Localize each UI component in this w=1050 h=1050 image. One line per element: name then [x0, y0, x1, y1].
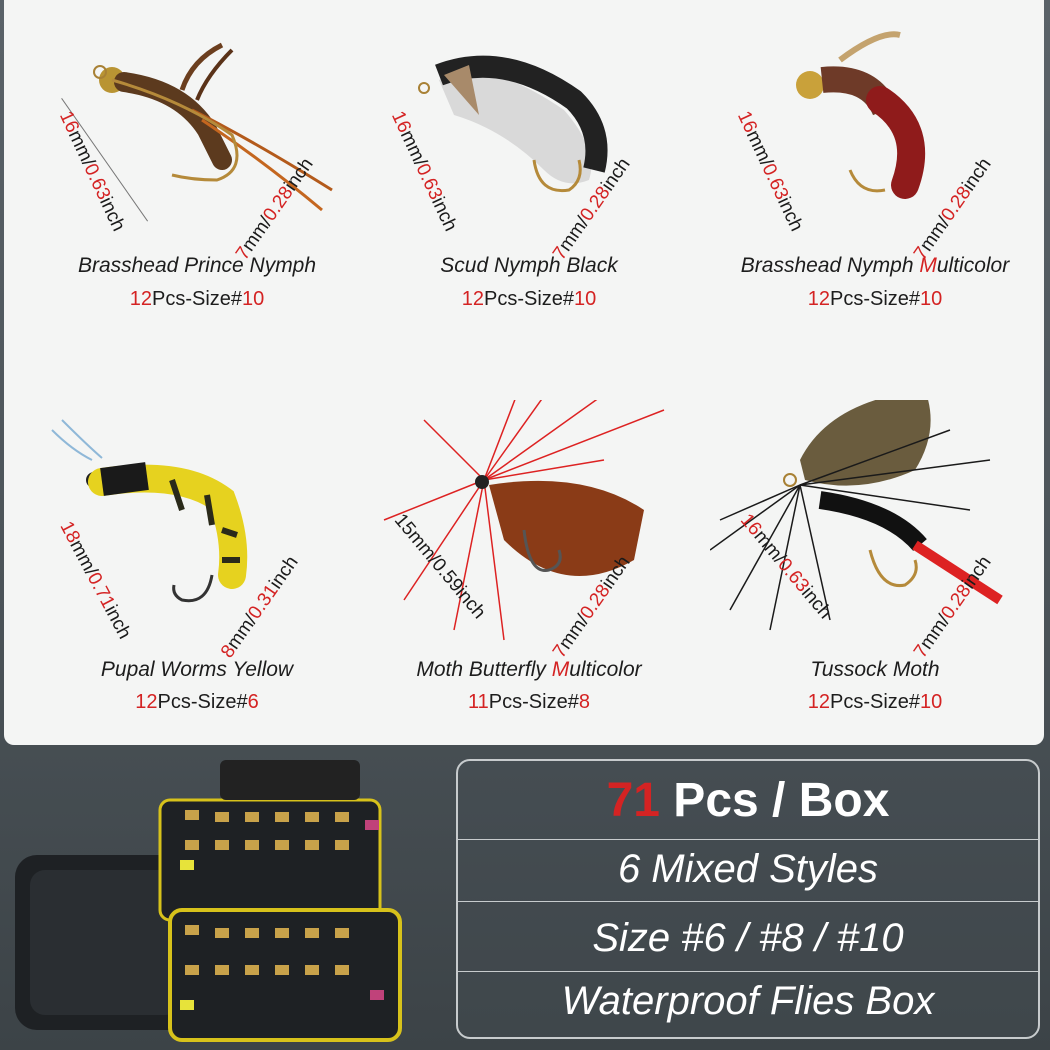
fly-name: Pupal Worms Yellow [100, 658, 294, 681]
styles-text: 6 Mixed Styles [617, 847, 879, 891]
fly-image-brasshead-prince-nymph [93, 42, 333, 212]
fly-image-brasshead-nymph-multicolor [796, 31, 926, 199]
fly-card-scud-nymph-black: 16mm/0.63inch 7mm/0.28inch Scud Nymph Bl… [364, 20, 694, 390]
fly-quantity: 12Pcs-Size#10 [129, 288, 265, 310]
fly-card-pupal-worms-yellow: 18mm/0.71inch 8mm/0.31inch Pupal Worms Y… [32, 400, 362, 770]
total-count: 71 Pcs / Box [458, 773, 1038, 828]
divider [458, 901, 1038, 902]
fly-name: Scud Nymph Black [440, 254, 618, 277]
box-text: Waterproof Flies Box [561, 979, 935, 1023]
sizes-text: Size #6 / #8 / #10 [592, 916, 904, 960]
total-count-label: Pcs / Box [659, 774, 890, 827]
total-count-number: 71 [606, 774, 660, 827]
fly-image-moth-butterfly-multicolor [383, 400, 665, 641]
fly-name: Tussock Moth [810, 658, 940, 681]
fly-quantity: 12Pcs-Size#10 [807, 288, 943, 310]
fly-quantity: 12Pcs-Size#10 [461, 288, 597, 310]
fly-quantity: 12Pcs-Size#10 [807, 691, 943, 713]
product-grid-panel: 16mm/0.63inch 7mm/0.28inch Brasshead Pri… [4, 0, 1044, 745]
divider [458, 839, 1038, 840]
fly-name: Brasshead Prince Nymph [77, 254, 317, 277]
fly-quantity: 12Pcs-Size#6 [135, 691, 259, 713]
fly-image-pupal-worms-yellow [51, 419, 248, 603]
fly-card-tussock-moth: 16mm/0.63inch 7mm/0.28inch Tussock Moth … [710, 400, 1040, 770]
fly-image-scud-nymph-black [418, 55, 608, 193]
fly-card-brasshead-nymph-multicolor: 16mm/0.63inch 7mm/0.28inch Brasshead Nym… [710, 20, 1040, 390]
fly-box-image [15, 760, 402, 1042]
specs-panel: 71 Pcs / Box 6 Mixed Styles Size #6 / #8… [456, 759, 1040, 1039]
fly-name: Moth Butterfly Multicolor [416, 658, 642, 681]
fly-quantity: 11Pcs-Size#8 [468, 691, 590, 713]
fly-card-moth-butterfly-multicolor: 15mm/0.59inch 7mm/0.28inch Moth Butterfl… [364, 400, 694, 770]
divider [458, 971, 1038, 972]
fly-card-brasshead-prince-nymph: 16mm/0.63inch 7mm/0.28inch Brasshead Pri… [32, 20, 362, 390]
fly-image-tussock-moth [710, 400, 1003, 631]
fly-name: Brasshead Nymph Multicolor [740, 254, 1010, 277]
